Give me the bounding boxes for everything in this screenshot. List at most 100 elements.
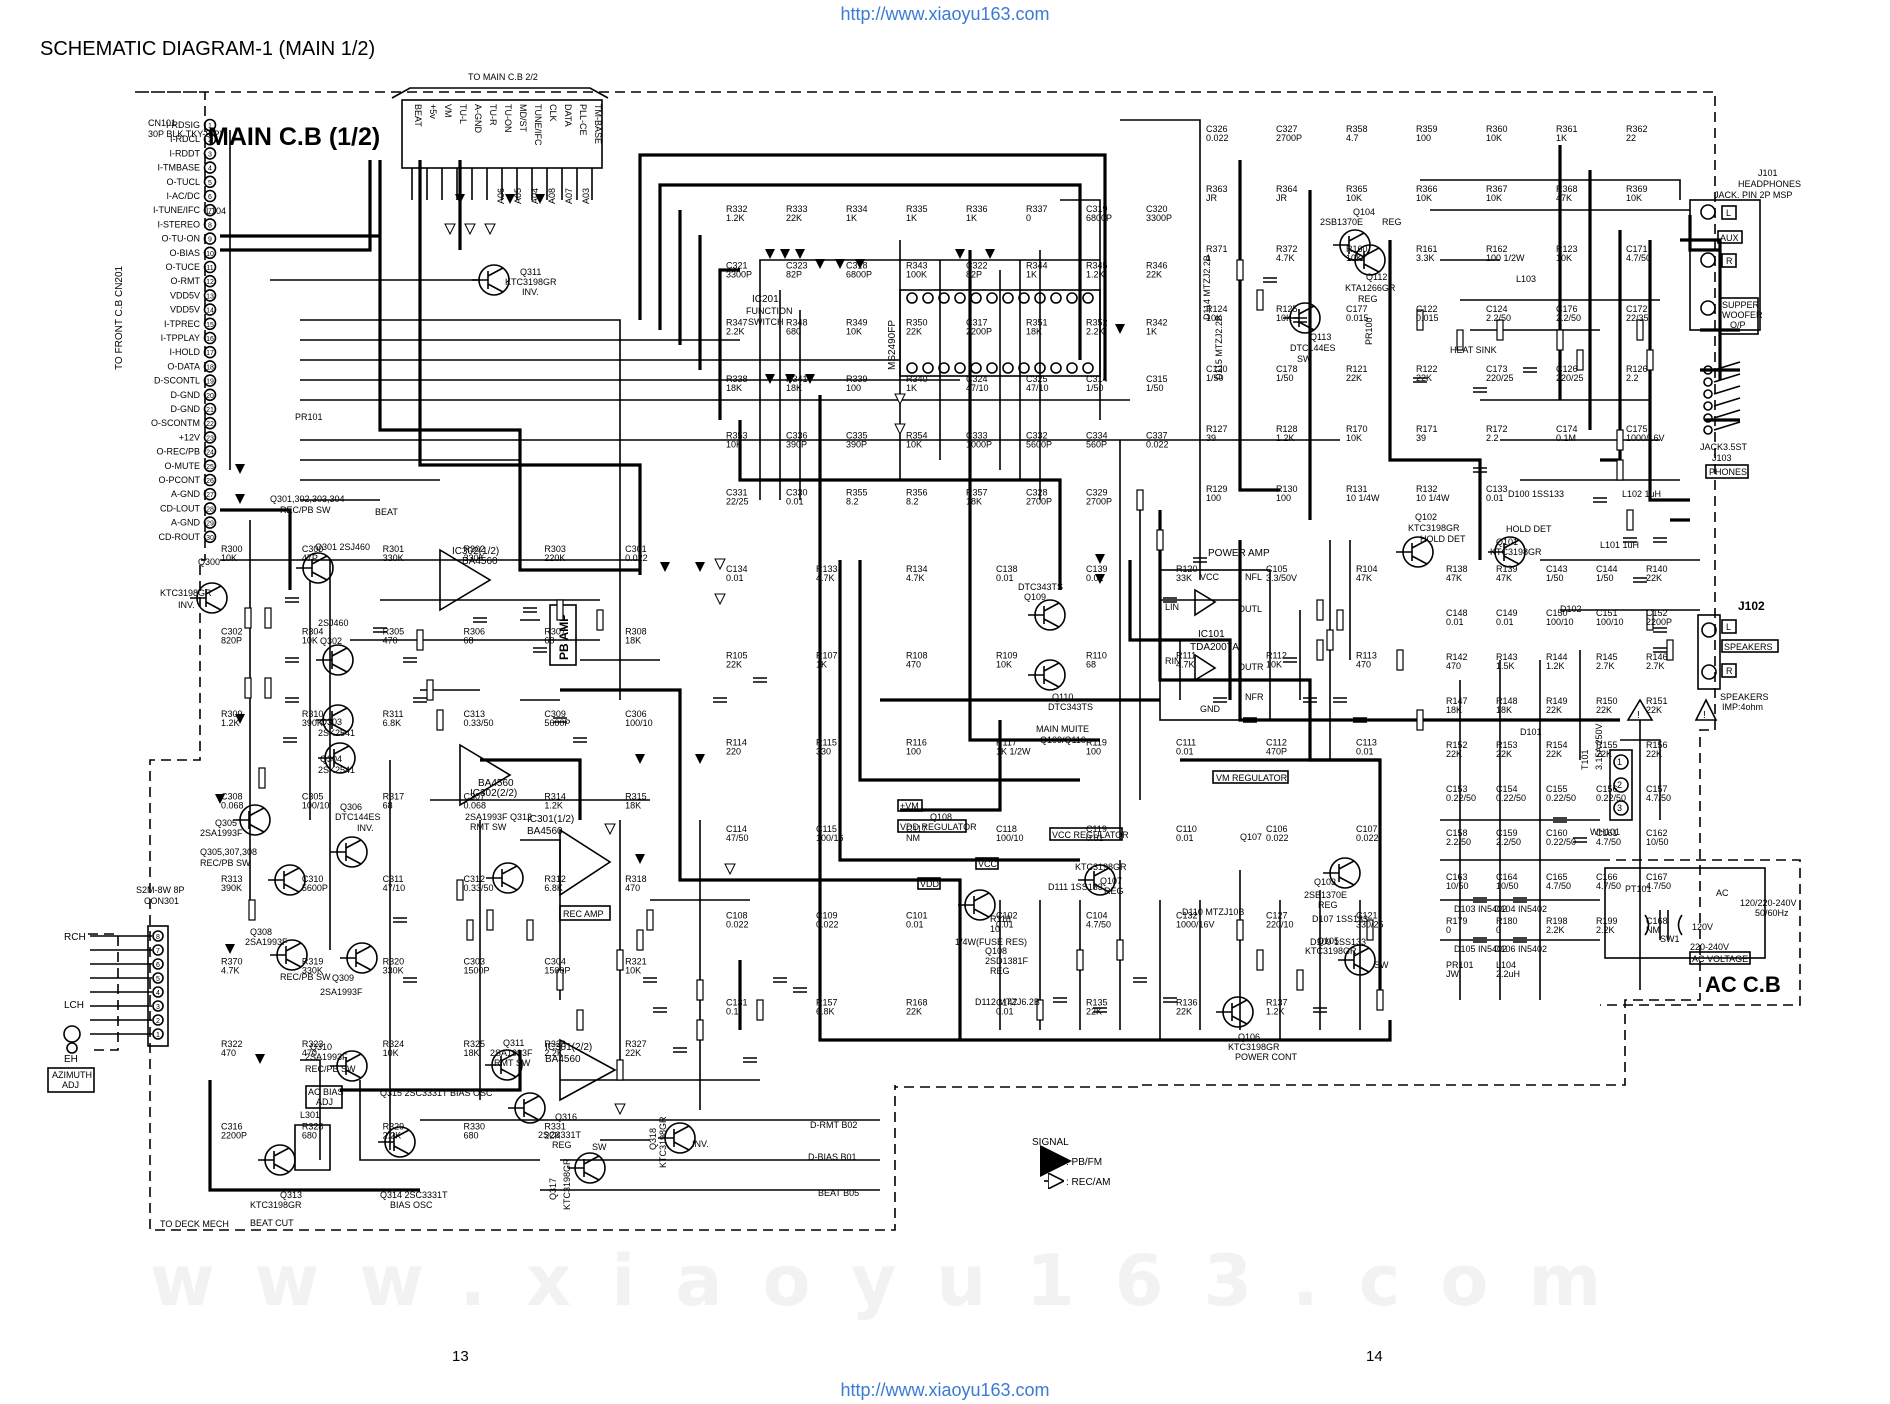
page-number-left: 13	[452, 1348, 469, 1365]
j102-speakers: SPEAKERS	[1724, 642, 1773, 652]
capacitor-symbol	[573, 737, 587, 743]
j103-spring	[1713, 385, 1741, 395]
component-value: 10K	[846, 326, 862, 336]
con301-pin	[152, 1014, 164, 1026]
q304-part: 2SK2541	[318, 765, 355, 775]
component-ref: R135	[1086, 997, 1108, 1007]
capacitor-symbol	[533, 647, 547, 653]
cn101-pin	[203, 246, 217, 260]
ac-voltage-tag: AC VOLTAGE	[1692, 954, 1748, 964]
resistor-symbol	[1236, 259, 1244, 281]
top-connector-ref: A08	[547, 188, 557, 204]
signal-arrow-rec	[714, 558, 726, 571]
top-connector-label: TUNE/IFC	[533, 104, 543, 146]
pb-fm-label: : PB/FM	[1066, 1157, 1102, 1168]
transistor-leads	[1333, 232, 1365, 258]
component-value: 0.01	[1356, 746, 1374, 756]
svg-text:2: 2	[1617, 780, 1622, 790]
component-value: 22K	[786, 213, 802, 223]
cn101-pin-number: 28	[206, 506, 214, 513]
component-value: 0.022	[1356, 833, 1379, 843]
transistor-leads	[508, 1095, 540, 1121]
component-ref: R356	[906, 487, 928, 497]
component-value: NM	[1646, 925, 1660, 935]
ic101-ref: IC101	[1198, 629, 1225, 640]
component-value: 100	[1276, 493, 1291, 503]
component-ref: R345	[1086, 261, 1108, 271]
component-ref: R126	[1626, 364, 1648, 374]
capacitor-symbol	[1473, 897, 1487, 903]
q113-part: DTC144ES	[1290, 343, 1336, 353]
component-ref: R320	[383, 957, 405, 967]
component-value: 1	[1206, 253, 1211, 263]
component-value: 22K	[1086, 1006, 1102, 1016]
component-ref: R318	[625, 874, 647, 884]
component-ref: R365	[1346, 184, 1368, 194]
component-ref: R154	[1546, 740, 1568, 750]
pr101-label: PR101	[295, 412, 323, 422]
j103-contact	[1703, 389, 1713, 399]
component-value: 22K	[1176, 1006, 1192, 1016]
component-ref: R353	[726, 431, 748, 441]
ic101-part: TDA2007A	[1190, 642, 1239, 653]
component-value: 2700P	[1276, 133, 1302, 143]
j103-contact	[1703, 413, 1713, 423]
component-ref: R115	[816, 737, 837, 747]
component-value: 6.8K	[383, 718, 402, 728]
component-ref: C321	[726, 261, 748, 271]
component-value: 680	[302, 1131, 317, 1141]
cn101-pin-number: 14	[206, 308, 214, 315]
component-value: 470	[1356, 660, 1371, 670]
q103-fn: REG	[1318, 900, 1338, 910]
component-ref: R307	[544, 627, 566, 637]
d104-label: D104 IN5402	[1494, 904, 1547, 914]
l103-label: L103	[1516, 274, 1536, 284]
component-value: 5600P	[1026, 440, 1052, 450]
ic201-pin-bottom	[986, 362, 998, 374]
resistor-symbol	[756, 999, 764, 1021]
ic201-pin-bottom	[922, 362, 934, 374]
component-value: 0.022	[816, 920, 839, 930]
component-ref: C157	[1646, 784, 1668, 794]
ic201-pin-top	[1002, 292, 1014, 304]
component-ref: C317	[966, 317, 988, 327]
q306-part: DTC144ES	[335, 812, 381, 822]
component-ref: C162	[1646, 828, 1668, 838]
q300-label: Q300	[198, 557, 220, 567]
q311-inv: INV.	[522, 287, 539, 297]
component-ref: C121	[1356, 911, 1378, 921]
component-ref: R151	[1646, 696, 1668, 706]
component-value: 220	[726, 746, 741, 756]
ic101-vcc: VCC	[1200, 572, 1220, 582]
signal-arrow-pb	[795, 249, 805, 259]
transistor-labels: Q300 KTC3198GR INV. Q301 2SJ460 2SJ460 Q…	[160, 207, 1552, 1228]
q106-fn: POWER CONT	[1235, 1052, 1298, 1062]
component-value: 2200P	[966, 326, 992, 336]
resistor-symbol	[1416, 309, 1424, 331]
j103-spring	[1713, 421, 1741, 431]
component-ref: C109	[816, 911, 838, 921]
component-ref: C176	[1556, 304, 1578, 314]
ic201-pin-bottom	[906, 362, 918, 374]
cn101-pin-number: 21	[206, 407, 214, 414]
top-url[interactable]: http://www.xiaoyu163.com	[840, 4, 1050, 24]
transistor-leads	[258, 1147, 290, 1173]
component-value: 10 1/4W	[1346, 493, 1380, 503]
cn101-pin-label: I-RDCL	[170, 134, 200, 144]
component-value: 1/50	[1596, 573, 1614, 583]
component-value: 47P	[302, 553, 318, 563]
resistor-symbol	[1616, 459, 1624, 481]
cn101-pin-number: 18	[206, 364, 214, 371]
bottom-url[interactable]: http://www.xiaoyu163.com	[840, 1380, 1050, 1400]
component-value: 22K	[1646, 749, 1662, 759]
component-value: 10K	[1416, 193, 1432, 203]
capacitor-symbol	[1573, 837, 1587, 843]
ic201-pin-bottom	[1066, 362, 1078, 374]
component-ref: R171	[1416, 424, 1438, 434]
component-value: 22/25	[726, 496, 749, 506]
component-value: 5600P	[544, 718, 570, 728]
cn101-pin-label: I-RDSIG	[166, 120, 200, 130]
resistor-symbol	[1366, 919, 1374, 941]
component-value: 1/50	[1146, 383, 1164, 393]
